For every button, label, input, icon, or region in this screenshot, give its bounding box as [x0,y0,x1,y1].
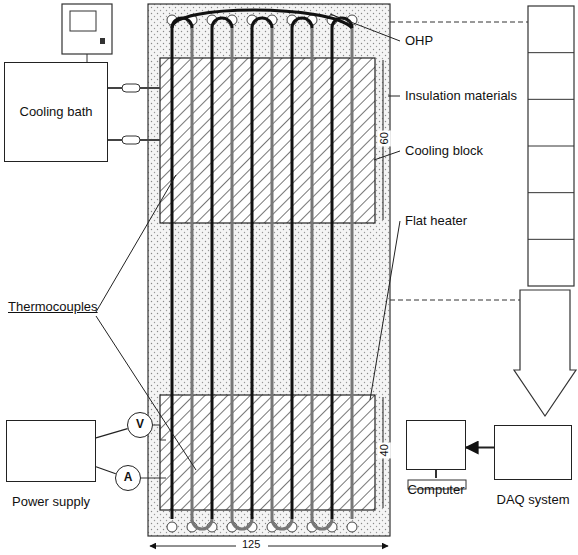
part-label: Cooling block [405,144,483,159]
power-supply-box: Power supply [6,420,96,482]
meter-symbol: A [124,471,133,485]
bath-knob [100,38,105,44]
channel-divider [528,52,574,53]
tube-bend [292,18,312,28]
dimension-line [150,546,236,547]
cooling-bath-box: Cooling bath [4,62,108,162]
node-label: Cooling bath [20,105,93,120]
leader-line [330,14,400,41]
wire [96,467,116,474]
meter-symbol: V [136,418,144,432]
leader-line [374,151,400,160]
wire [96,429,128,438]
leader-line [96,316,196,470]
bath-display [70,11,96,31]
channel-divider [528,192,574,193]
tube-leg [351,28,354,519]
tube-leg [271,28,274,519]
pipe-fitting [122,84,140,92]
tube-bend [192,519,212,529]
tube-bend [212,18,232,28]
node-label: DAQ system [497,493,570,508]
channel-dividers [528,53,574,240]
dimension-number: 40 [378,442,391,458]
tube-leg [211,28,214,519]
tube-return [172,10,352,28]
channel-divider [528,146,574,147]
tube-bend [232,519,252,529]
tube-bend [272,519,292,529]
part-label: Insulation materials [405,89,517,104]
dimension-line [268,546,388,547]
signal-line [390,300,528,301]
heater-wire [141,478,166,479]
tube-fitting [167,522,177,532]
node-label: Power supply [12,495,90,510]
signal-arrow [466,447,494,449]
part-label: Thermocouples [8,300,98,315]
tube-leg [191,28,194,519]
tube-fitting [347,522,357,532]
tube-leg [231,28,234,519]
heater-wire [153,425,166,440]
tube-leg [331,28,334,519]
tube-leg [311,28,314,519]
channel-stack [528,6,574,286]
leader-line [388,96,400,97]
channel-divider [528,239,574,240]
dimension-number: 125 [240,538,262,551]
computer-monitor: Computer [406,420,466,470]
part-label: Flat heater [405,214,467,229]
tube-leg [171,28,174,519]
tube-bend [312,519,332,529]
ohp-tube [167,10,357,532]
channel-divider [528,99,574,100]
daq-box: DAQ system [494,425,572,480]
voltmeter-circle: V [127,412,153,438]
monitor-stand [435,470,437,478]
signal-line [390,22,528,23]
tube-bend [252,18,272,28]
node-label: Computer [407,483,464,498]
dimension-number: 60 [378,130,391,146]
pipe-fitting [122,136,140,144]
data-arrow [514,290,576,416]
part-label: OHP [405,34,433,49]
tube-leg [251,28,254,519]
leader-line [96,175,176,312]
tube-leg [291,28,294,519]
leader-line [370,221,400,400]
ammeter-circle: A [115,465,141,491]
controller-stand [87,54,88,62]
bath-controller [62,4,112,54]
insulation-panel [148,4,390,536]
